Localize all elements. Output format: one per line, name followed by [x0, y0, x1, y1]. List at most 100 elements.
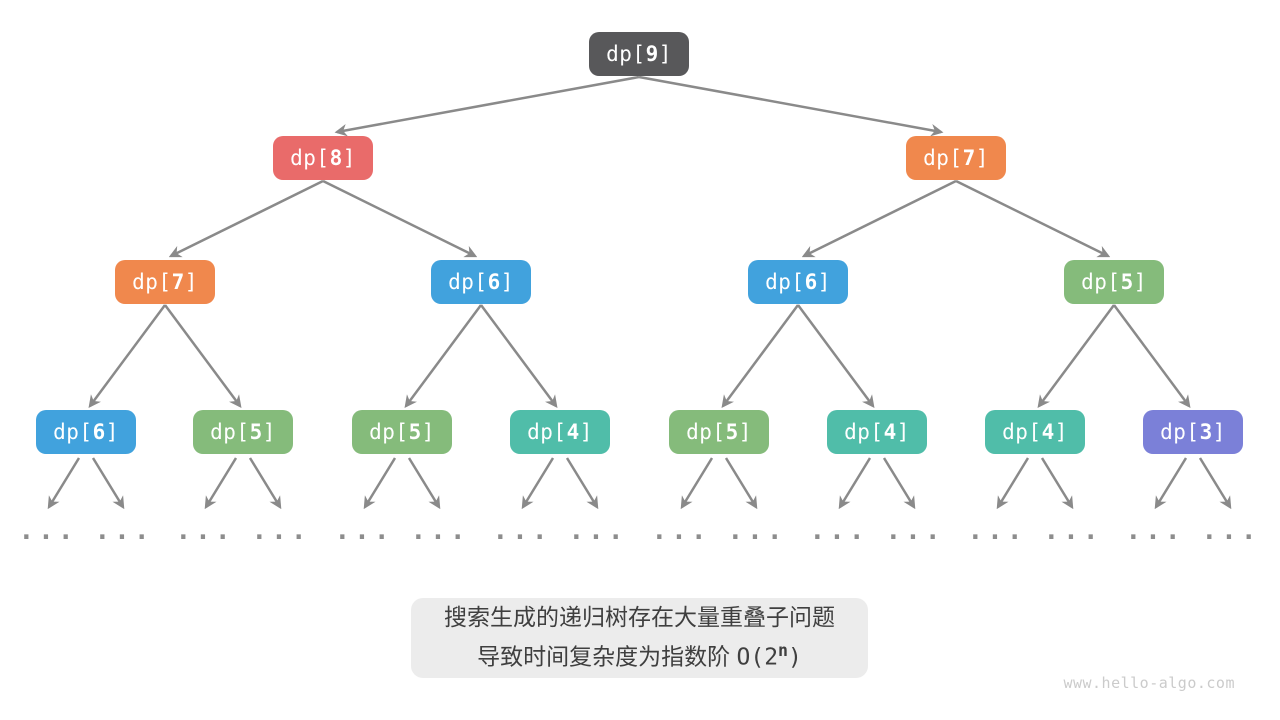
edge — [724, 457, 758, 510]
ellipsis: ... — [727, 516, 787, 546]
ellipsis: ... — [1125, 516, 1185, 546]
tree-node-dp4: dp[4] — [510, 410, 610, 454]
watermark: www.hello-algo.com — [1063, 674, 1235, 692]
node-label-index: 4 — [883, 420, 897, 444]
caption-line2: 导致时间复杂度为指数阶 O(2n) — [477, 634, 802, 674]
node-label-post: ] — [1133, 270, 1147, 294]
node-label-post: ] — [421, 420, 435, 444]
edge — [680, 457, 714, 510]
node-label-index: 5 — [725, 420, 739, 444]
node-label-post: ] — [500, 270, 514, 294]
edge — [565, 457, 599, 510]
node-label-index: 5 — [1120, 270, 1134, 294]
edge — [168, 179, 324, 258]
edge — [407, 457, 441, 510]
caption-line1: 搜索生成的递归树存在大量重叠子问题 — [444, 604, 835, 631]
edge — [322, 179, 478, 258]
ellipsis: ... — [651, 516, 711, 546]
big-o-exponent: n — [778, 641, 789, 661]
tree-node-dp5: dp[5] — [1064, 260, 1164, 304]
node-label-pre: dp[ — [448, 270, 488, 294]
node-label-index: 6 — [487, 270, 501, 294]
edge — [1112, 304, 1191, 409]
tree-node-dp4: dp[4] — [985, 410, 1085, 454]
edge — [88, 304, 167, 409]
node-label-post: ] — [975, 146, 989, 170]
ellipsis: ... — [1043, 516, 1103, 546]
tree-node-dp6: dp[6] — [36, 410, 136, 454]
node-label-index: 3 — [1199, 420, 1213, 444]
ellipsis: ... — [885, 516, 945, 546]
ellipsis: ... — [94, 516, 154, 546]
node-label-post: ] — [738, 420, 752, 444]
node-label-index: 6 — [804, 270, 818, 294]
ellipsis: ... — [175, 516, 235, 546]
tree-node-dp4: dp[4] — [827, 410, 927, 454]
edge — [996, 457, 1030, 510]
node-label-post: ] — [896, 420, 910, 444]
tree-node-dp7: dp[7] — [115, 260, 215, 304]
node-label-pre: dp[ — [369, 420, 409, 444]
ellipsis: ... — [334, 516, 394, 546]
tree-node-dp5: dp[5] — [669, 410, 769, 454]
tree-node-dp3: dp[3] — [1143, 410, 1243, 454]
edge — [1040, 457, 1074, 510]
node-label-index: 5 — [249, 420, 263, 444]
node-label-post: ] — [579, 420, 593, 444]
edge — [248, 457, 282, 510]
caption-line2-text: 导致时间复杂度为指数阶 — [477, 643, 737, 670]
edge — [204, 457, 238, 510]
node-label-post: ] — [262, 420, 276, 444]
node-label-pre: dp[ — [210, 420, 250, 444]
big-o-notation: O(2 — [736, 644, 779, 671]
node-label-index: 5 — [408, 420, 422, 444]
edge — [1154, 457, 1188, 510]
node-label-index: 9 — [645, 42, 659, 66]
node-label-pre: dp[ — [923, 146, 963, 170]
edge — [796, 304, 875, 409]
tree-edges — [47, 75, 1232, 510]
ellipsis: ... — [809, 516, 869, 546]
tree-node-dp6: dp[6] — [431, 260, 531, 304]
edge — [404, 304, 483, 409]
node-label-post: ] — [1212, 420, 1226, 444]
tree-node-dp7: dp[7] — [906, 136, 1006, 180]
node-label-post: ] — [817, 270, 831, 294]
tree-node-dp9: dp[9] — [589, 32, 689, 76]
edge — [882, 457, 916, 510]
edge — [955, 179, 1111, 258]
tree-node-dp5: dp[5] — [193, 410, 293, 454]
caption-box: 搜索生成的递归树存在大量重叠子问题 导致时间复杂度为指数阶 O(2n) — [411, 598, 868, 678]
ellipsis: ... — [967, 516, 1027, 546]
node-label-post: ] — [342, 146, 356, 170]
edge — [838, 457, 872, 510]
ellipsis: ... — [18, 516, 78, 546]
node-label-index: 4 — [1041, 420, 1055, 444]
node-label-post: ] — [658, 42, 672, 66]
edge — [163, 304, 242, 409]
node-label-post: ] — [105, 420, 119, 444]
edge — [1037, 304, 1116, 409]
ellipsis: ... — [251, 516, 311, 546]
node-label-pre: dp[ — [844, 420, 884, 444]
edge — [801, 179, 957, 258]
node-label-post: ] — [184, 270, 198, 294]
ellipsis: ... — [492, 516, 552, 546]
big-o-close: ) — [788, 644, 802, 671]
node-label-pre: dp[ — [686, 420, 726, 444]
edge — [91, 457, 125, 510]
node-label-index: 8 — [329, 146, 343, 170]
node-label-pre: dp[ — [1160, 420, 1200, 444]
edge — [334, 75, 640, 137]
edge — [363, 457, 397, 510]
edge — [479, 304, 558, 409]
node-label-index: 4 — [566, 420, 580, 444]
node-label-pre: dp[ — [53, 420, 93, 444]
ellipsis: ... — [568, 516, 628, 546]
node-label-index: 6 — [92, 420, 106, 444]
ellipsis: ... — [410, 516, 470, 546]
node-label-pre: dp[ — [765, 270, 805, 294]
edge — [1198, 457, 1232, 510]
